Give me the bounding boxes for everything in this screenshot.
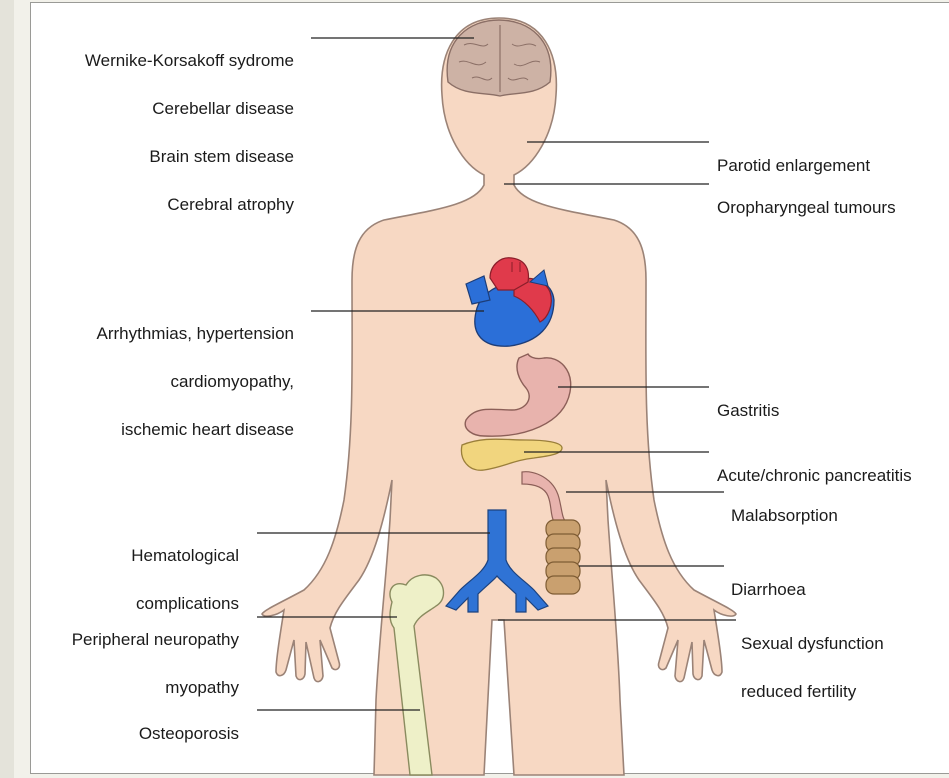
label-bone-conditions: Osteoporosis: [139, 698, 239, 770]
label-line: Brain stem disease: [85, 145, 294, 169]
label-brain-conditions: Wernike-Korsakoff sydrome Cerebellar dis…: [85, 25, 294, 241]
label-malabsorption: Malabsorption: [731, 480, 838, 552]
label-line: Oropharyngeal tumours: [717, 196, 896, 220]
label-line: Sexual dysfunction: [741, 632, 884, 656]
label-line: reduced fertility: [741, 680, 884, 704]
label-line: Osteoporosis: [139, 722, 239, 746]
label-line: Diarrhoea: [731, 578, 806, 602]
label-line: Cerebral atrophy: [85, 193, 294, 217]
label-sexual-dysfunction: Sexual dysfunction reduced fertility: [741, 608, 884, 728]
label-line: Hematological: [131, 544, 239, 568]
label-line: Cerebellar disease: [85, 97, 294, 121]
label-line: ischemic heart disease: [97, 418, 294, 442]
body-silhouette: [262, 18, 736, 775]
label-line: Arrhythmias, hypertension: [97, 322, 294, 346]
label-heart-conditions: Arrhythmias, hypertension cardiomyopathy…: [97, 298, 294, 466]
label-gastritis: Gastritis: [717, 375, 779, 447]
label-oropharynx: Oropharyngeal tumours: [717, 172, 896, 244]
intestine-coils: [546, 520, 580, 594]
label-line: Peripheral neuropathy: [72, 628, 239, 652]
label-line: Wernike-Korsakoff sydrome: [85, 49, 294, 73]
label-line: Gastritis: [717, 399, 779, 423]
label-line: Malabsorption: [731, 504, 838, 528]
label-line: myopathy: [72, 676, 239, 700]
label-line: cardiomyopathy,: [97, 370, 294, 394]
